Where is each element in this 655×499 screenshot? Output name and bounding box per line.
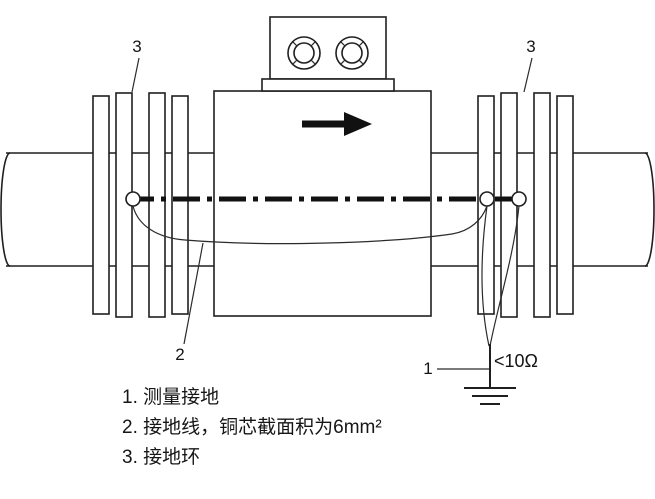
ground-connection-point (511, 191, 527, 207)
callout-line-wire (183, 242, 204, 345)
flange-plate (556, 95, 574, 315)
ground-wire (132, 205, 488, 245)
legend-item-1: 1. 测量接地 (122, 386, 219, 408)
flow-arrow-icon (302, 112, 372, 136)
ground-connection-point (479, 191, 495, 207)
flange-group-left (92, 92, 189, 318)
callout-wire-label: 2 (175, 345, 184, 364)
callout-line-left-ring (131, 57, 140, 93)
junction-box (261, 16, 395, 92)
callout-line-right-ring (523, 57, 533, 93)
legend: 1. 测量接地 2. 接地线，铜芯截面积为6mm² 3. 接地环 (122, 386, 382, 468)
flange-plate (171, 95, 189, 315)
callout-left-ring-label: 3 (132, 37, 141, 56)
legend-item-2: 2. 接地线，铜芯截面积为6mm² (122, 416, 382, 438)
legend-item-3: 3. 接地环 (122, 446, 200, 468)
flange-group-right (477, 92, 574, 318)
ground-symbol-icon (464, 344, 516, 405)
grounding-ring (533, 92, 551, 318)
ground-connection-point (125, 191, 141, 207)
meter-body (213, 90, 432, 317)
ground-wire-right-b (489, 205, 520, 347)
resistance-label: <10Ω (494, 351, 538, 371)
cable-gland-right (335, 36, 369, 70)
callout-ground-label: 1 (423, 359, 432, 378)
cable-gland-left (287, 36, 321, 70)
callout-right-ring-label: 3 (526, 37, 535, 56)
flange-plate (92, 95, 110, 315)
ground-wire-right-a (481, 205, 490, 347)
grounding-ring (148, 92, 166, 318)
